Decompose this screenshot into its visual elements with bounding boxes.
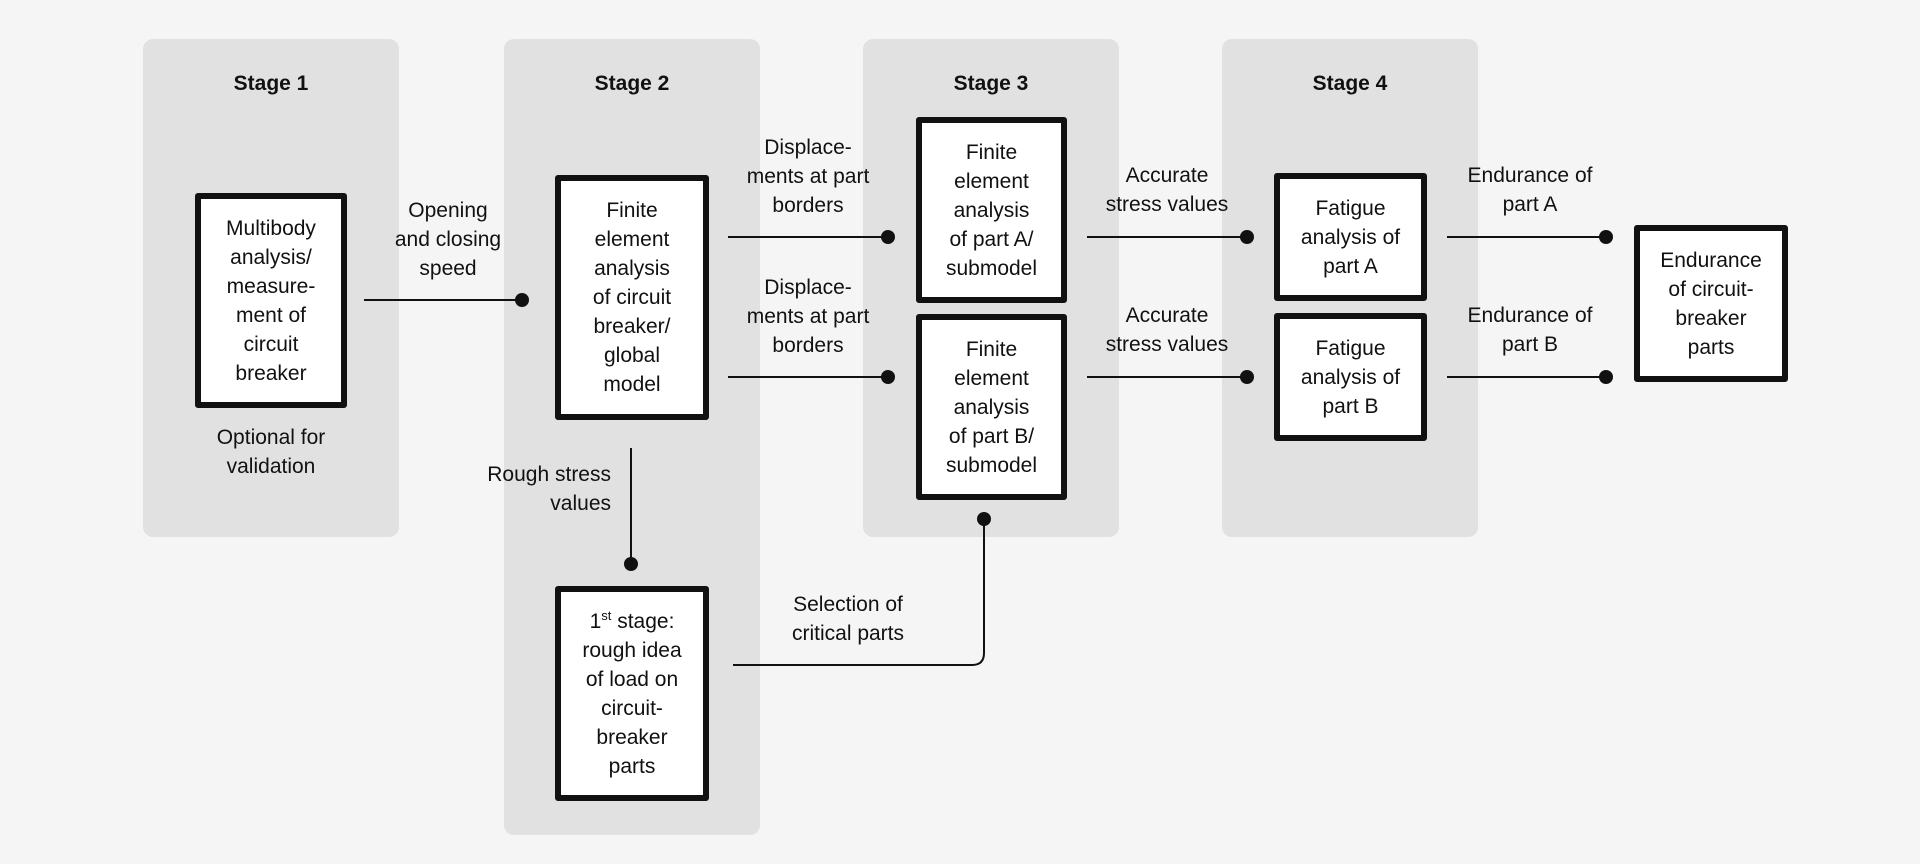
- stage-3-title: Stage 3: [953, 72, 1029, 95]
- label-rough-stress: Rough stress values: [487, 463, 611, 515]
- label-displacements-a: Displace- ments at part borders: [746, 136, 870, 217]
- box-fea-part-b-text: Finite element analysis of part B/ submo…: [945, 337, 1038, 477]
- box-fea-part-a: Finite element analysis of part A/ submo…: [916, 117, 1067, 303]
- box-fatigue-part-b: Fatigue analysis of part B: [1274, 313, 1427, 441]
- box-multibody-analysis: Multibody analysis/ measure- ment of cir…: [195, 193, 347, 408]
- connector-dot: [515, 293, 529, 307]
- box-fatigue-part-a-text: Fatigue analysis of part A: [1300, 196, 1401, 278]
- label-endurance-part-b: Endurance of part B: [1467, 304, 1593, 356]
- box-endurance-circuit-breaker-parts: Endurance of circuit- breaker parts: [1634, 225, 1788, 382]
- stage-1-title: Stage 1: [233, 72, 309, 95]
- box-fea-global-model: Finite element analysis of circuit break…: [555, 175, 709, 420]
- box-endurance-total-text: Endurance of circuit- breaker parts: [1660, 248, 1762, 359]
- connector-dot: [624, 557, 638, 571]
- label-displacements-b: Displace- ments at part borders: [746, 276, 870, 357]
- first-stage-number: 1: [589, 609, 602, 633]
- connector-dot: [1599, 230, 1613, 244]
- connector-dot: [1599, 370, 1613, 384]
- label-accurate-stress-b: Accurate stress values: [1105, 304, 1229, 356]
- box-fea-part-a-text: Finite element analysis of part A/ submo…: [945, 140, 1038, 280]
- box-fatigue-part-b-text: Fatigue analysis of part B: [1300, 336, 1401, 418]
- label-opening-closing-speed: Opening and closing speed: [394, 199, 502, 280]
- connector-dot: [1240, 230, 1254, 244]
- box-first-stage-text: 1st stage: rough idea of load on circuit…: [582, 607, 681, 781]
- first-stage-rest: stage: rough idea of load on circuit- br…: [582, 609, 682, 778]
- box-fea-part-b: Finite element analysis of part B/ submo…: [916, 314, 1067, 500]
- first-stage-superscript: st: [601, 607, 612, 623]
- connector-dot: [1240, 370, 1254, 384]
- label-accurate-stress-a: Accurate stress values: [1105, 164, 1229, 216]
- connector-selection: [733, 519, 985, 666]
- connector-dot: [881, 230, 895, 244]
- stage-4-title: Stage 4: [1312, 72, 1388, 95]
- connector-dot: [977, 512, 991, 526]
- box-fea-global-model-text: Finite element analysis of circuit break…: [592, 199, 672, 396]
- label-endurance-part-a: Endurance of part A: [1467, 164, 1593, 216]
- box-fatigue-part-a: Fatigue analysis of part A: [1274, 173, 1427, 301]
- label-selection-critical-parts: Selection of critical parts: [791, 593, 905, 645]
- box-multibody-analysis-text: Multibody analysis/ measure- ment of cir…: [226, 216, 316, 385]
- label-optional-validation: Optional for validation: [216, 426, 326, 478]
- connector-dot: [881, 370, 895, 384]
- stage-2-title: Stage 2: [594, 72, 670, 95]
- box-first-stage-rough-idea: 1st stage: rough idea of load on circuit…: [555, 586, 709, 801]
